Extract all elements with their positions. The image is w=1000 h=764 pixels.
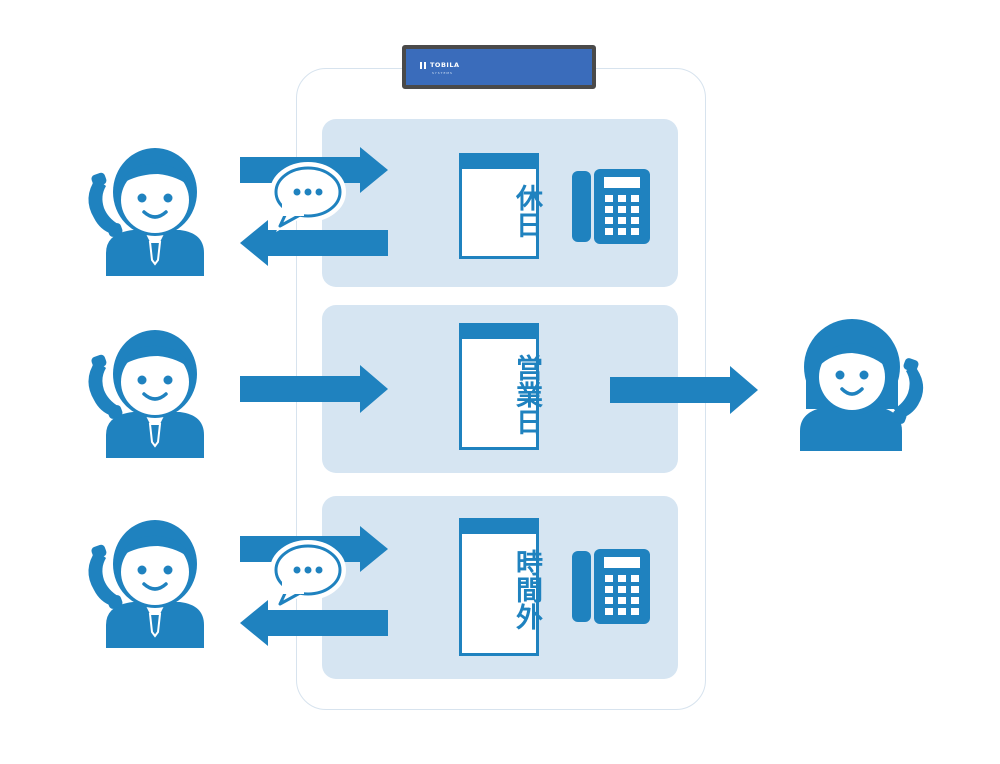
holiday-label: 休日 (511, 184, 542, 238)
brand-subtitle: SYSTEMS (432, 71, 453, 75)
device-badge: TOBILA SYSTEMS (402, 45, 596, 89)
business-day-label: 営業日 (511, 354, 542, 435)
after-hours-label: 時間外 (511, 549, 542, 630)
brand-name: TOBILA (430, 61, 460, 69)
caller-icon (88, 520, 204, 648)
brand-mark-icon (420, 61, 426, 69)
holiday-calendar: 休日 (459, 153, 542, 259)
desk-phone-icon (572, 549, 650, 624)
brand-logo: TOBILA (420, 61, 460, 69)
business-day-calendar: 営業日 (459, 323, 542, 450)
arrow-right-icon (240, 365, 388, 413)
operator-icon (800, 319, 924, 451)
after-hours-calendar: 時間外 (459, 518, 542, 656)
desk-phone-icon (572, 169, 650, 244)
caller-icon (88, 330, 204, 458)
speech-bubble-icon (270, 540, 346, 610)
arrow-left-icon (240, 220, 388, 266)
arrow-left-icon (240, 600, 388, 646)
speech-bubble-icon (270, 162, 346, 232)
arrow-right-icon (610, 366, 758, 414)
caller-icon (88, 148, 204, 276)
